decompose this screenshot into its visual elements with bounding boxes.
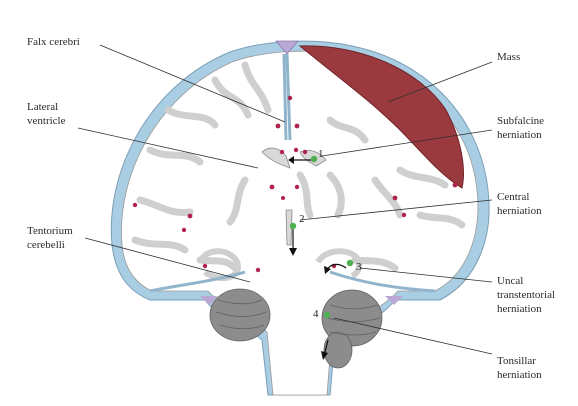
leader-lines bbox=[77, 44, 493, 355]
herniation-dot-2 bbox=[289, 222, 297, 230]
label-lateral-ventricle-2: ventricle bbox=[27, 115, 66, 127]
herniation-arrows bbox=[288, 156, 347, 360]
cerebellum bbox=[209, 288, 383, 369]
label-mass: Mass bbox=[497, 51, 520, 63]
superior-sagittal-sinus bbox=[275, 40, 299, 55]
transverse-sinus-right bbox=[385, 296, 403, 305]
marker-1: 1 bbox=[318, 148, 324, 160]
label-uncal-1: Uncal bbox=[497, 275, 523, 287]
sulci bbox=[131, 61, 466, 272]
vessels bbox=[132, 95, 458, 273]
label-subfalcine-2: herniation bbox=[497, 129, 542, 141]
label-falx-cerebri: Falx cerebri bbox=[27, 36, 80, 48]
label-uncal-3: herniation bbox=[497, 303, 542, 315]
third-ventricle bbox=[285, 209, 293, 246]
label-tentorium-2: cerebelli bbox=[27, 239, 65, 251]
label-subfalcine-1: Subfalcine bbox=[497, 115, 544, 127]
tentorium-cerebelli bbox=[149, 270, 436, 293]
label-lateral-ventricle-1: Lateral bbox=[27, 101, 58, 113]
mass-region bbox=[298, 45, 464, 189]
herniation-dot-4 bbox=[323, 311, 331, 319]
label-uncal-2: transtentorial bbox=[497, 289, 555, 301]
temporal-fold-right bbox=[315, 248, 363, 279]
label-central-2: herniation bbox=[497, 205, 542, 217]
label-tentorium-1: Tentorium bbox=[27, 225, 73, 237]
transverse-sinus-left bbox=[200, 296, 218, 305]
label-central-1: Central bbox=[497, 191, 529, 203]
marker-4: 4 bbox=[313, 308, 319, 320]
label-tonsillar-1: Tonsillar bbox=[497, 355, 536, 367]
marker-3: 3 bbox=[356, 261, 362, 273]
herniation-dot-3 bbox=[346, 259, 354, 267]
herniation-sites bbox=[289, 155, 354, 319]
label-tonsillar-2: herniation bbox=[497, 369, 542, 381]
herniation-dot-1 bbox=[310, 155, 318, 163]
marker-2: 2 bbox=[299, 213, 305, 225]
